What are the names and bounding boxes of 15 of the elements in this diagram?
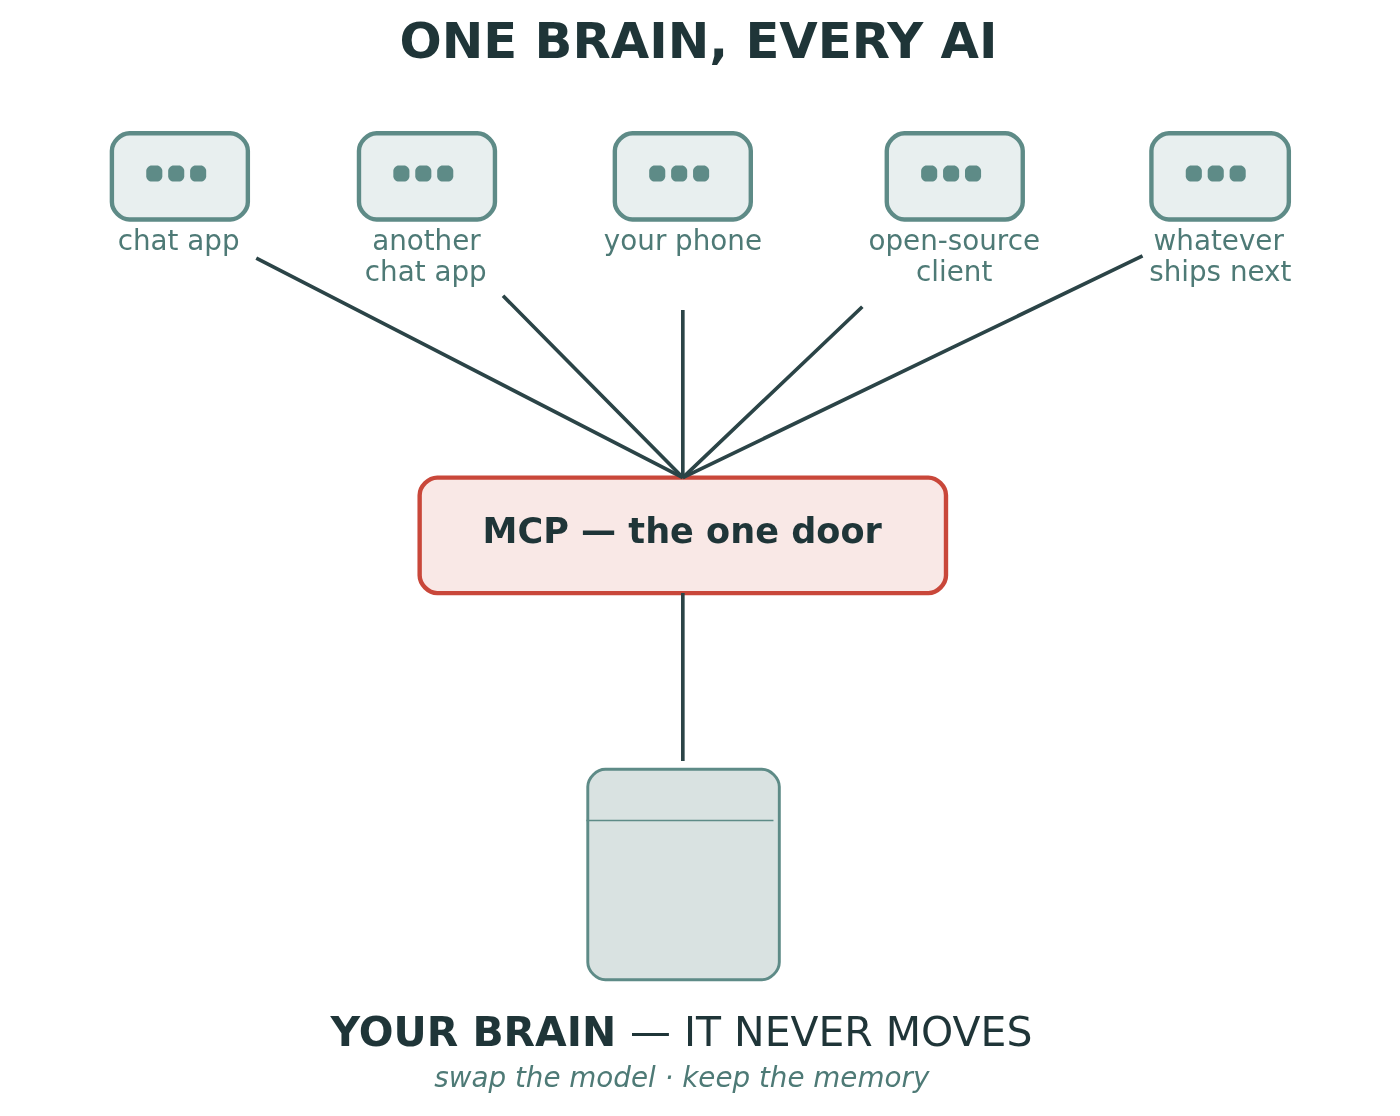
node-label: chat app [117,223,240,257]
node-label: open-source client [868,223,1041,288]
node-label: another chat app [364,223,487,288]
connector [682,254,1144,480]
node-label: swap the model · keep the memory [434,1060,930,1094]
node-label: whatever ships next [1149,223,1292,288]
connector [501,294,685,479]
connector [255,256,684,480]
connector [681,593,685,762]
node-label: your phone [603,223,763,257]
node-label: YOUR BRAIN — IT NEVER MOVES [330,1008,1033,1057]
connector [681,310,685,478]
connector [681,305,864,479]
node-box: MCP — the one door [417,475,949,596]
diagram-title: ONE BRAIN, EVERY AI [399,12,998,71]
